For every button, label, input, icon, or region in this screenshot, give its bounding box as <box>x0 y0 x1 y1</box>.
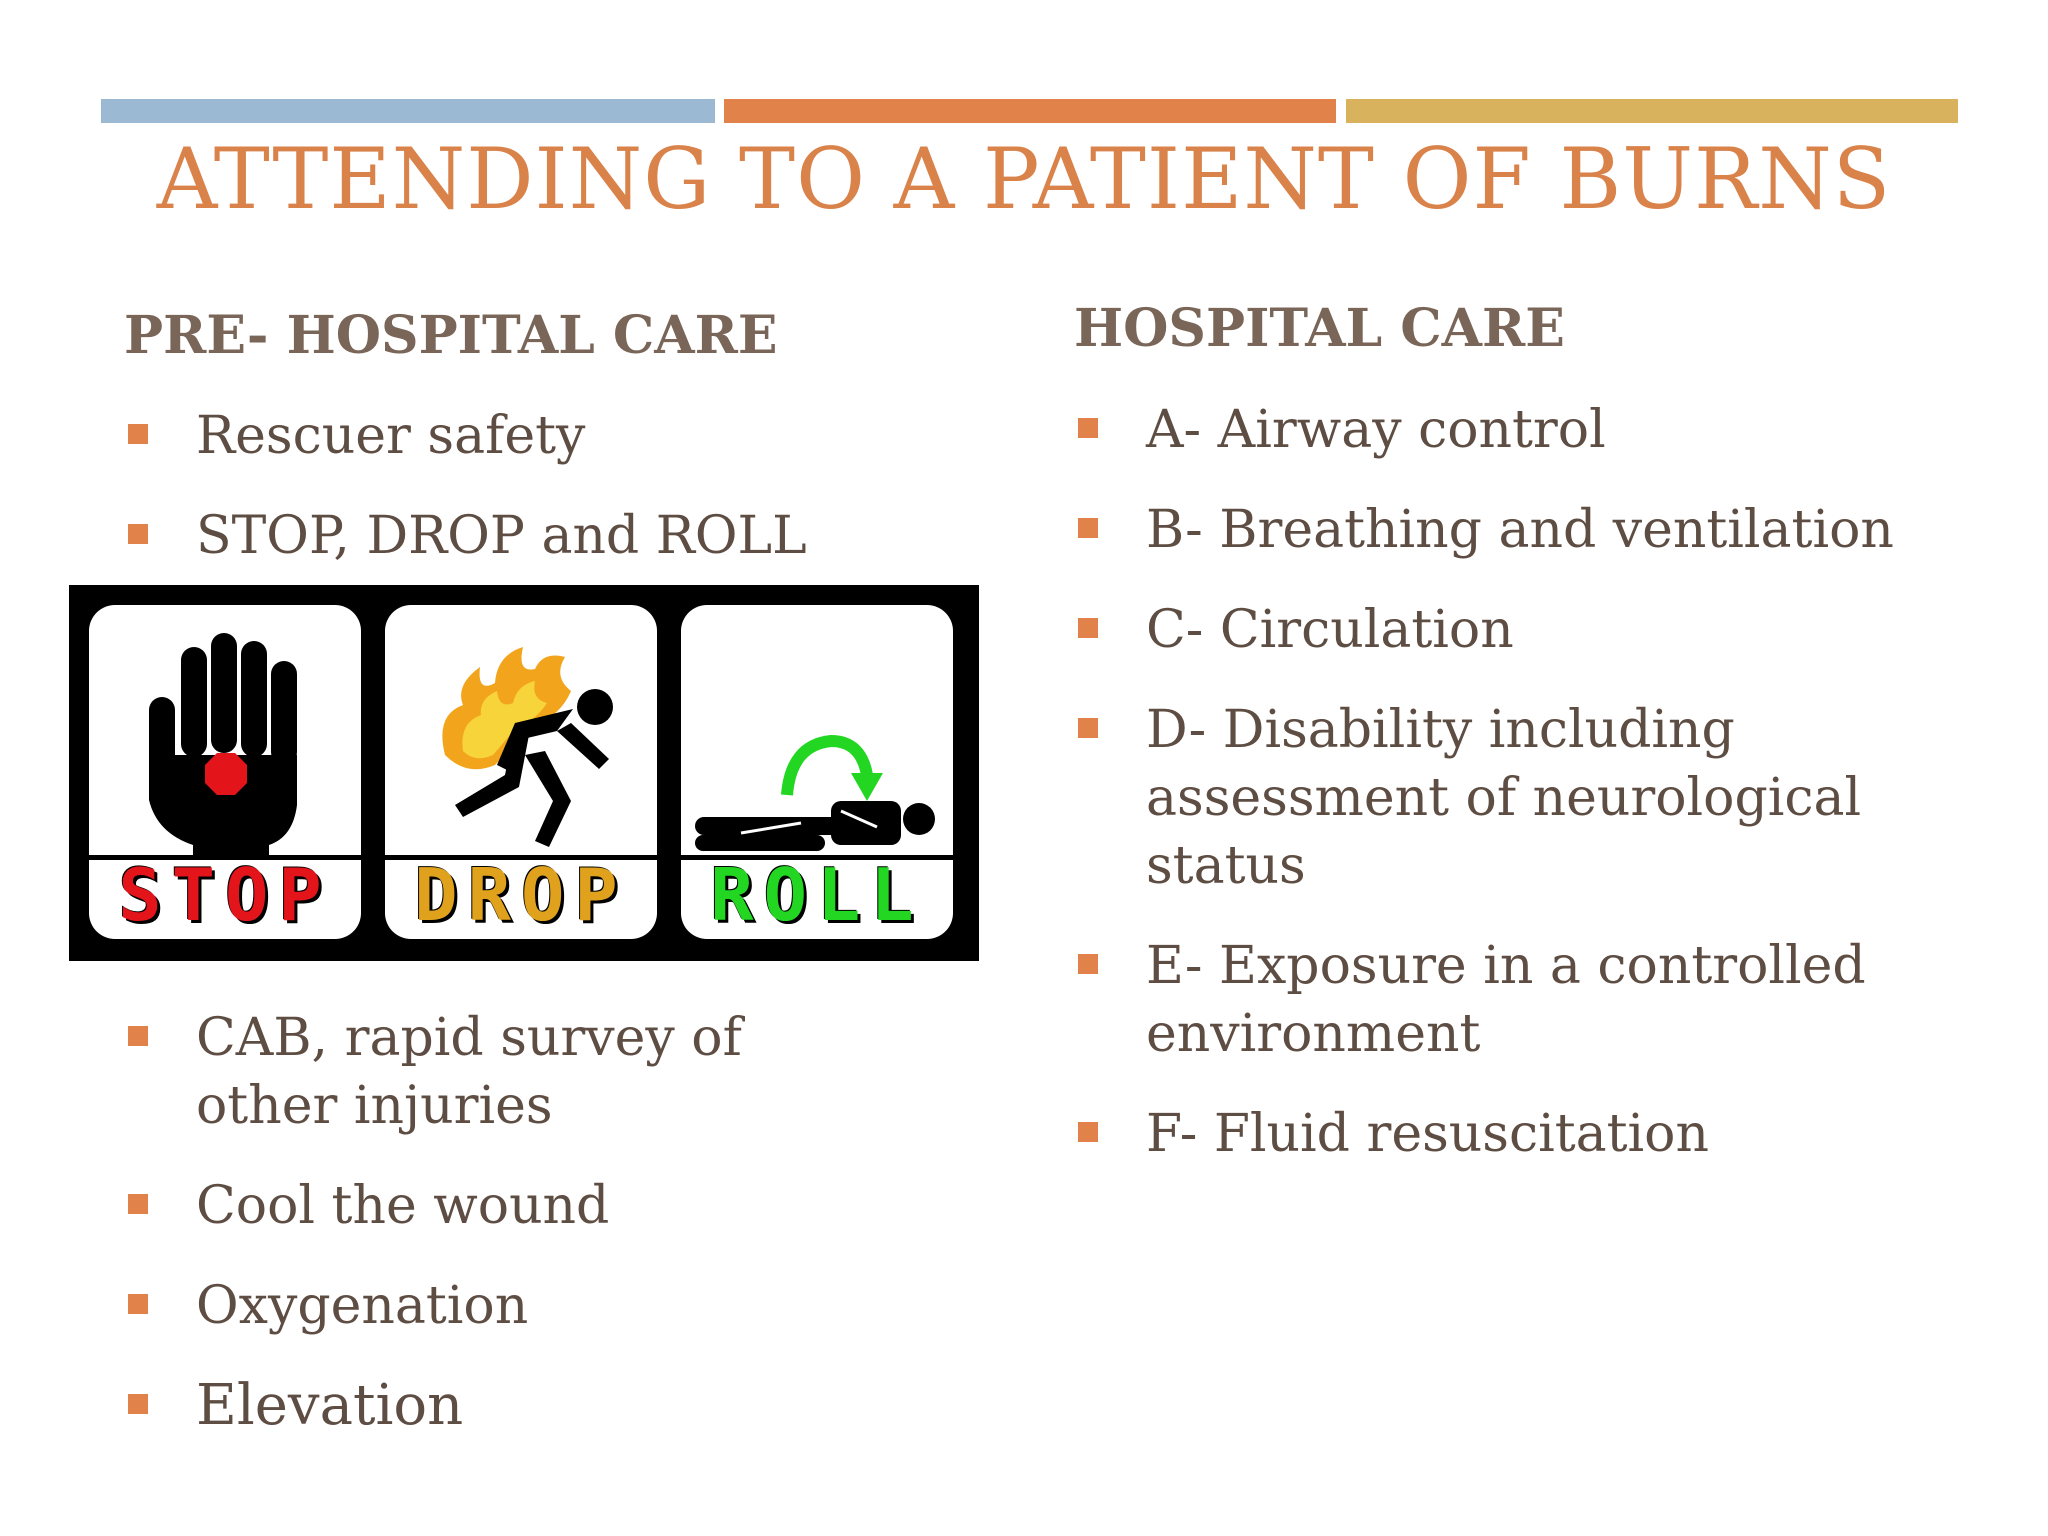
drop-card: DROP <box>385 605 657 939</box>
square-bullet-icon <box>128 1026 148 1046</box>
list-item-text: Rescuer safety <box>196 406 586 466</box>
list-item: Oxygenation <box>128 1272 898 1340</box>
square-bullet-icon <box>1078 1122 1098 1142</box>
drop-label: DROP <box>414 853 628 937</box>
stop-drop-roll-graphic: STOP DROP <box>69 585 979 961</box>
list-item: Cool the wound <box>128 1172 898 1240</box>
list-item-text: CAB, rapid survey of other injuries <box>196 1008 742 1136</box>
list-item: F- Fluid resuscitation <box>1078 1100 2008 1168</box>
list-item: Rescuer safety <box>128 402 988 470</box>
accent-bar-gold <box>1346 99 1958 123</box>
slide-title: ATTENDING TO A PATIENT OF BURNS <box>156 130 1892 228</box>
roll-card: ROLL <box>681 605 953 939</box>
list-item-text: C- Circulation <box>1146 600 1514 660</box>
square-bullet-icon <box>1078 518 1098 538</box>
stop-card: STOP <box>89 605 361 939</box>
list-item: B- Breathing and ventilation <box>1078 496 2008 564</box>
pre-hospital-list-bottom: CAB, rapid survey of other injuries Cool… <box>128 1004 898 1440</box>
list-item: C- Circulation <box>1078 596 2008 664</box>
hospital-list: A- Airway control B- Breathing and venti… <box>1078 396 2008 1168</box>
list-item-text: Oxygenation <box>196 1276 529 1336</box>
list-item-text: B- Breathing and ventilation <box>1146 500 1894 560</box>
list-item: STOP, DROP and ROLL <box>128 502 988 570</box>
list-item-text: E- Exposure in a controlled environment <box>1146 936 1866 1064</box>
square-bullet-icon <box>128 1394 148 1414</box>
card-divider <box>385 855 657 860</box>
rolling-person-icon <box>695 734 935 851</box>
accent-bar-blue <box>101 99 715 123</box>
square-bullet-icon <box>128 524 148 544</box>
hospital-heading: HOSPITAL CARE <box>1074 298 1565 359</box>
burning-person-icon <box>442 647 613 847</box>
pre-hospital-list-top: Rescuer safety STOP, DROP and ROLL <box>128 402 988 570</box>
list-item: CAB, rapid survey of other injuries <box>128 1004 898 1140</box>
pre-hospital-heading: PRE- HOSPITAL CARE <box>124 305 778 366</box>
hand-stop-icon <box>149 633 297 855</box>
list-item: D- Disability including assessment of ne… <box>1078 696 2008 900</box>
square-bullet-icon <box>1078 418 1098 438</box>
list-item: E- Exposure in a controlled environment <box>1078 932 2008 1068</box>
accent-bar-orange <box>724 99 1336 123</box>
list-item-text: D- Disability including assessment of ne… <box>1146 700 1862 896</box>
list-item: Elevation <box>128 1372 898 1440</box>
list-item-text: STOP, DROP and ROLL <box>196 506 807 566</box>
roll-label: ROLL <box>710 853 924 937</box>
list-item-text: A- Airway control <box>1146 400 1606 460</box>
square-bullet-icon <box>1078 718 1098 738</box>
stop-label: STOP <box>118 853 332 937</box>
list-item-text: Elevation <box>196 1373 464 1438</box>
square-bullet-icon <box>128 424 148 444</box>
card-divider <box>89 855 361 860</box>
square-bullet-icon <box>1078 618 1098 638</box>
list-item: A- Airway control <box>1078 396 2008 464</box>
card-divider <box>681 855 953 860</box>
square-bullet-icon <box>128 1294 148 1314</box>
list-item-text: F- Fluid resuscitation <box>1146 1104 1709 1164</box>
square-bullet-icon <box>128 1194 148 1214</box>
square-bullet-icon <box>1078 954 1098 974</box>
list-item-text: Cool the wound <box>196 1176 610 1236</box>
